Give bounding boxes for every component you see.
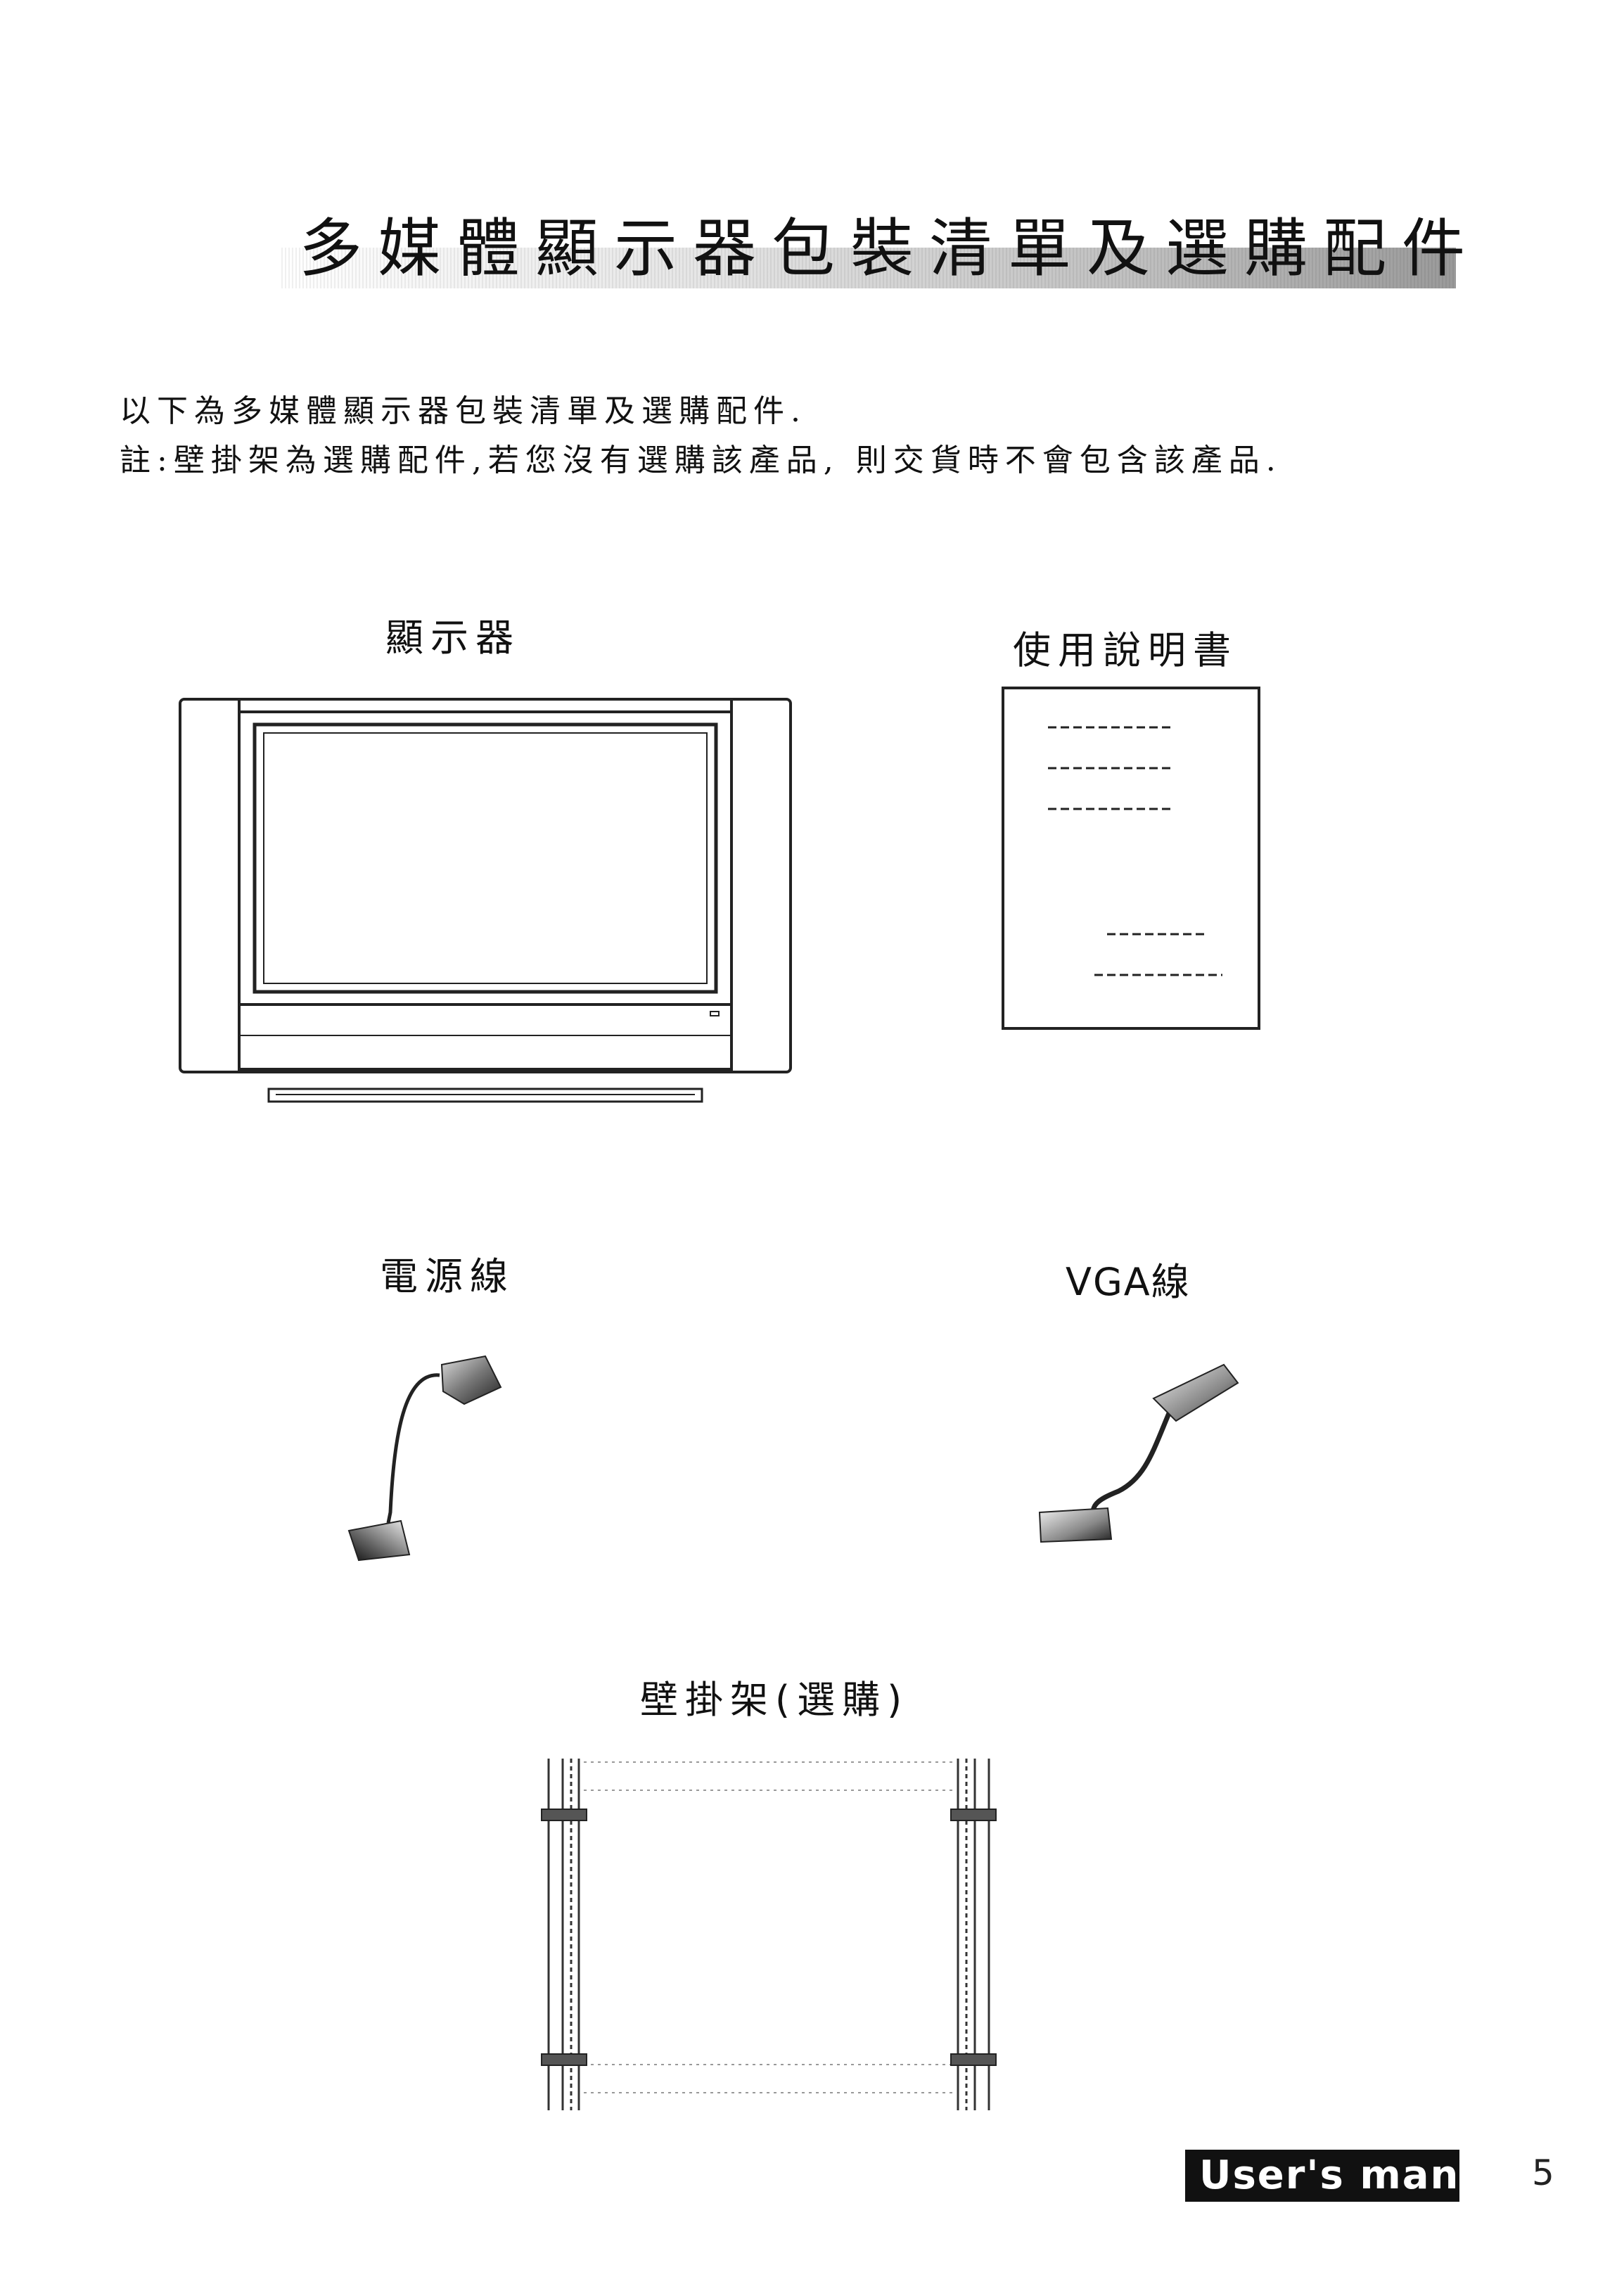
intro-text: 以下為多媒體顯示器包裝清單及選購配件. [120,393,807,429]
power-cable-label: 電源線 [380,1254,515,1299]
note-text: 註:壁掛架為選購配件,若您沒有選購該產品, 則交貨時不會包含該產品. [120,442,1282,478]
title-banner [281,248,1456,288]
wall-bracket-label: 壁掛架(選購) [640,1678,909,1722]
manual-illustration [1002,687,1260,1030]
power-cable-illustration [347,1355,502,1562]
vga-cable-label: VGA線 [1066,1260,1191,1304]
page-title: 多媒體顯示器包裝清單及選購配件 [299,212,1481,286]
users-manual-label: User's manu [1199,2152,1490,2198]
monitor-illustration [179,698,792,1103]
monitor-label: 顯示器 [385,616,520,660]
page-number: 5 [1532,2152,1554,2193]
wall-bracket-illustration [541,1759,997,2110]
footer-badge [1185,2150,1459,2202]
manual-label: 使用說明書 [1013,628,1238,672]
vga-cable-illustration [1038,1363,1239,1543]
